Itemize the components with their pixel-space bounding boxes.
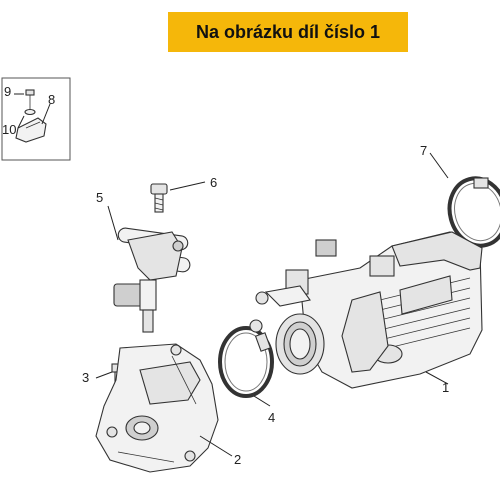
clamp-ring-part-7 [447, 176, 500, 248]
screw-part-9 [25, 89, 35, 110]
part-number-banner: Na obrázku díl číslo 1 [168, 12, 408, 52]
callout-3: 3 [82, 370, 89, 385]
callout-6: 6 [210, 175, 217, 190]
intake-manifold-part-2 [95, 343, 219, 473]
callout-1: 1 [442, 380, 449, 395]
bolt-part-6 [150, 183, 168, 213]
banner-text: Na obrázku díl číslo 1 [195, 21, 381, 42]
callout-10: 10 [2, 122, 16, 137]
throttle-body-part-1 [249, 231, 483, 389]
clamp-part-8 [15, 117, 47, 143]
inset-box [1, 77, 71, 161]
callout-4: 4 [268, 410, 275, 425]
callout-5: 5 [96, 190, 103, 205]
callout-9: 9 [4, 84, 11, 99]
callout-2: 2 [234, 452, 241, 467]
injector-part-5 [113, 227, 191, 333]
washer-part-10 [24, 108, 36, 116]
inset-frame [1, 77, 71, 161]
clamp-ring-part-4 [218, 326, 274, 398]
callout-7: 7 [420, 143, 427, 158]
callout-8: 8 [48, 92, 55, 107]
